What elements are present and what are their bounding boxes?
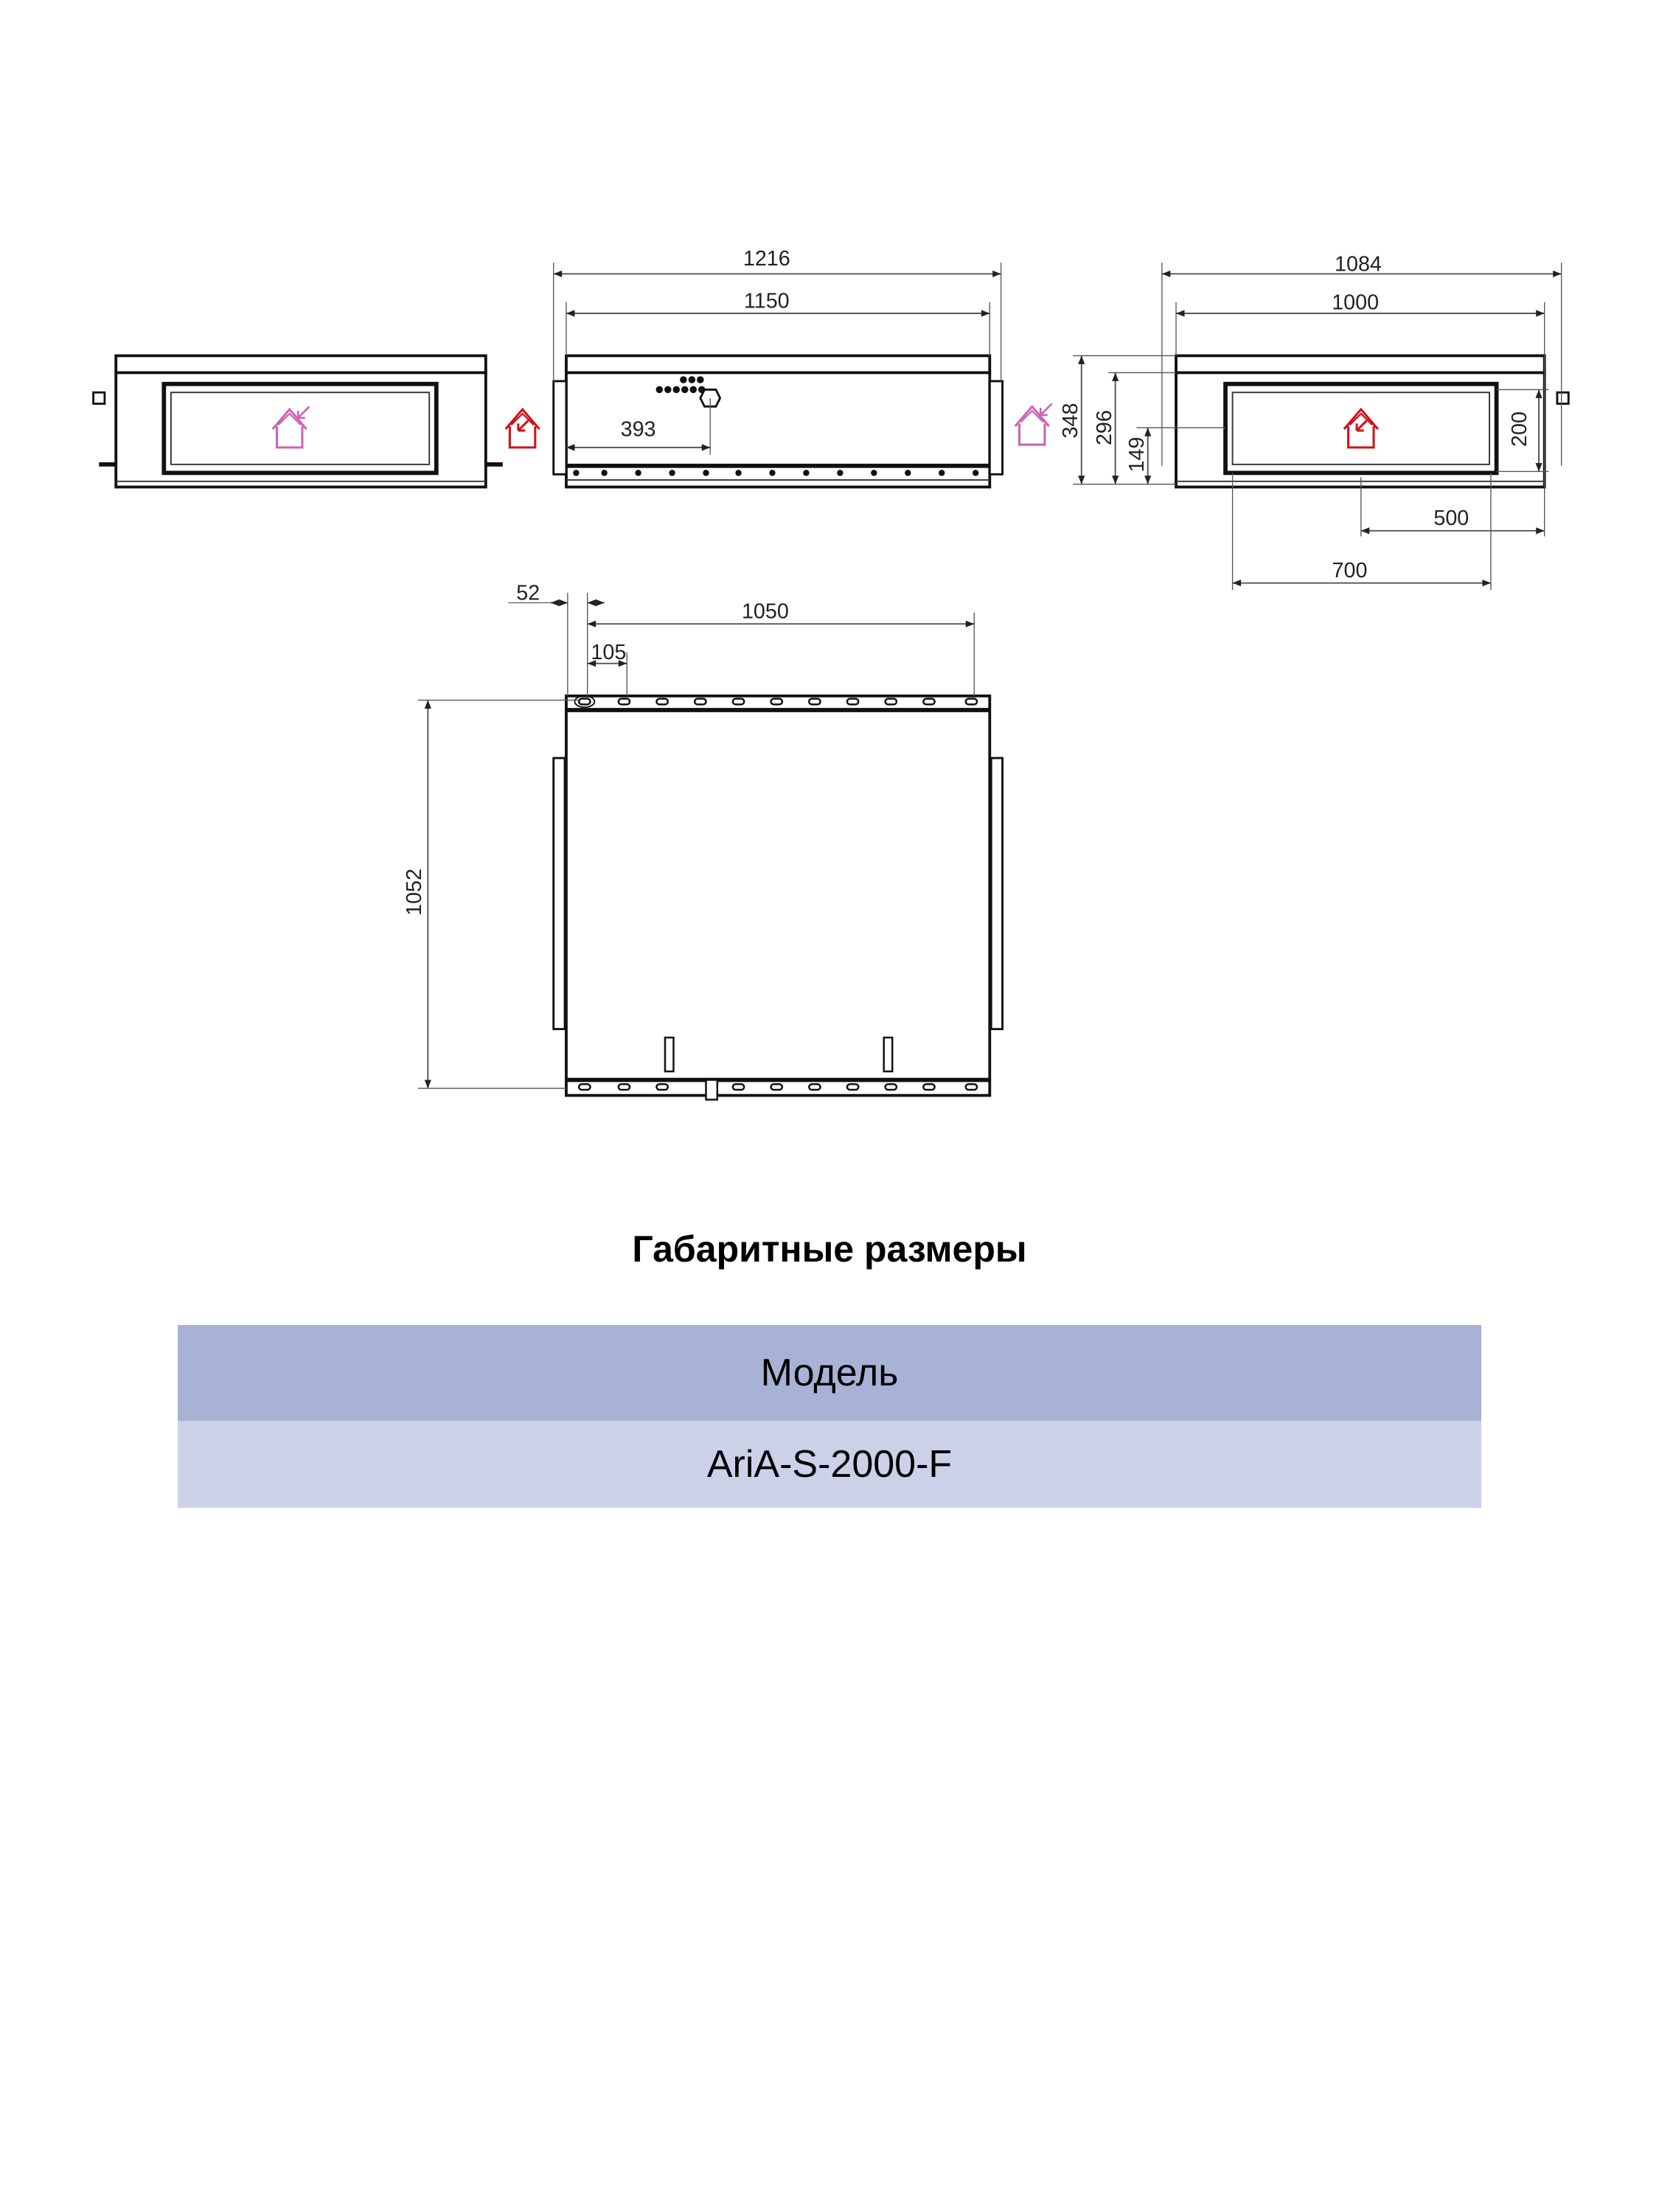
dim-105: 105 <box>591 641 626 664</box>
dim-1050: 1050 <box>742 600 789 624</box>
dim-348: 348 <box>1059 403 1082 439</box>
top-view <box>552 694 1004 1101</box>
supply-air-icon <box>271 406 310 449</box>
dim-500: 500 <box>1433 507 1469 530</box>
dim-1084: 1084 <box>1335 253 1382 276</box>
dim-200: 200 <box>1508 411 1531 447</box>
dim-393: 393 <box>621 418 656 442</box>
exhaust-air-icon <box>1343 408 1380 449</box>
end-view-left <box>92 354 503 489</box>
dim-700: 700 <box>1332 559 1368 582</box>
dim-1052: 1052 <box>403 869 426 916</box>
dim-1150: 1150 <box>744 289 790 313</box>
section-title: Габаритные размеры <box>632 1228 1027 1270</box>
supply-air-icon <box>1014 403 1053 446</box>
table-header: Модель <box>178 1325 1481 1421</box>
dim-1000: 1000 <box>1332 291 1379 314</box>
dim-1216: 1216 <box>743 247 790 271</box>
front-view <box>552 354 1004 489</box>
dim-52: 52 <box>516 582 540 605</box>
end-view-right <box>1175 354 1570 489</box>
dim-149: 149 <box>1125 437 1149 473</box>
model-table: Модель AriA-S-2000-F <box>178 1325 1481 1508</box>
dim-296: 296 <box>1093 410 1116 445</box>
table-row: AriA-S-2000-F <box>178 1421 1481 1508</box>
exhaust-air-icon <box>504 408 541 449</box>
